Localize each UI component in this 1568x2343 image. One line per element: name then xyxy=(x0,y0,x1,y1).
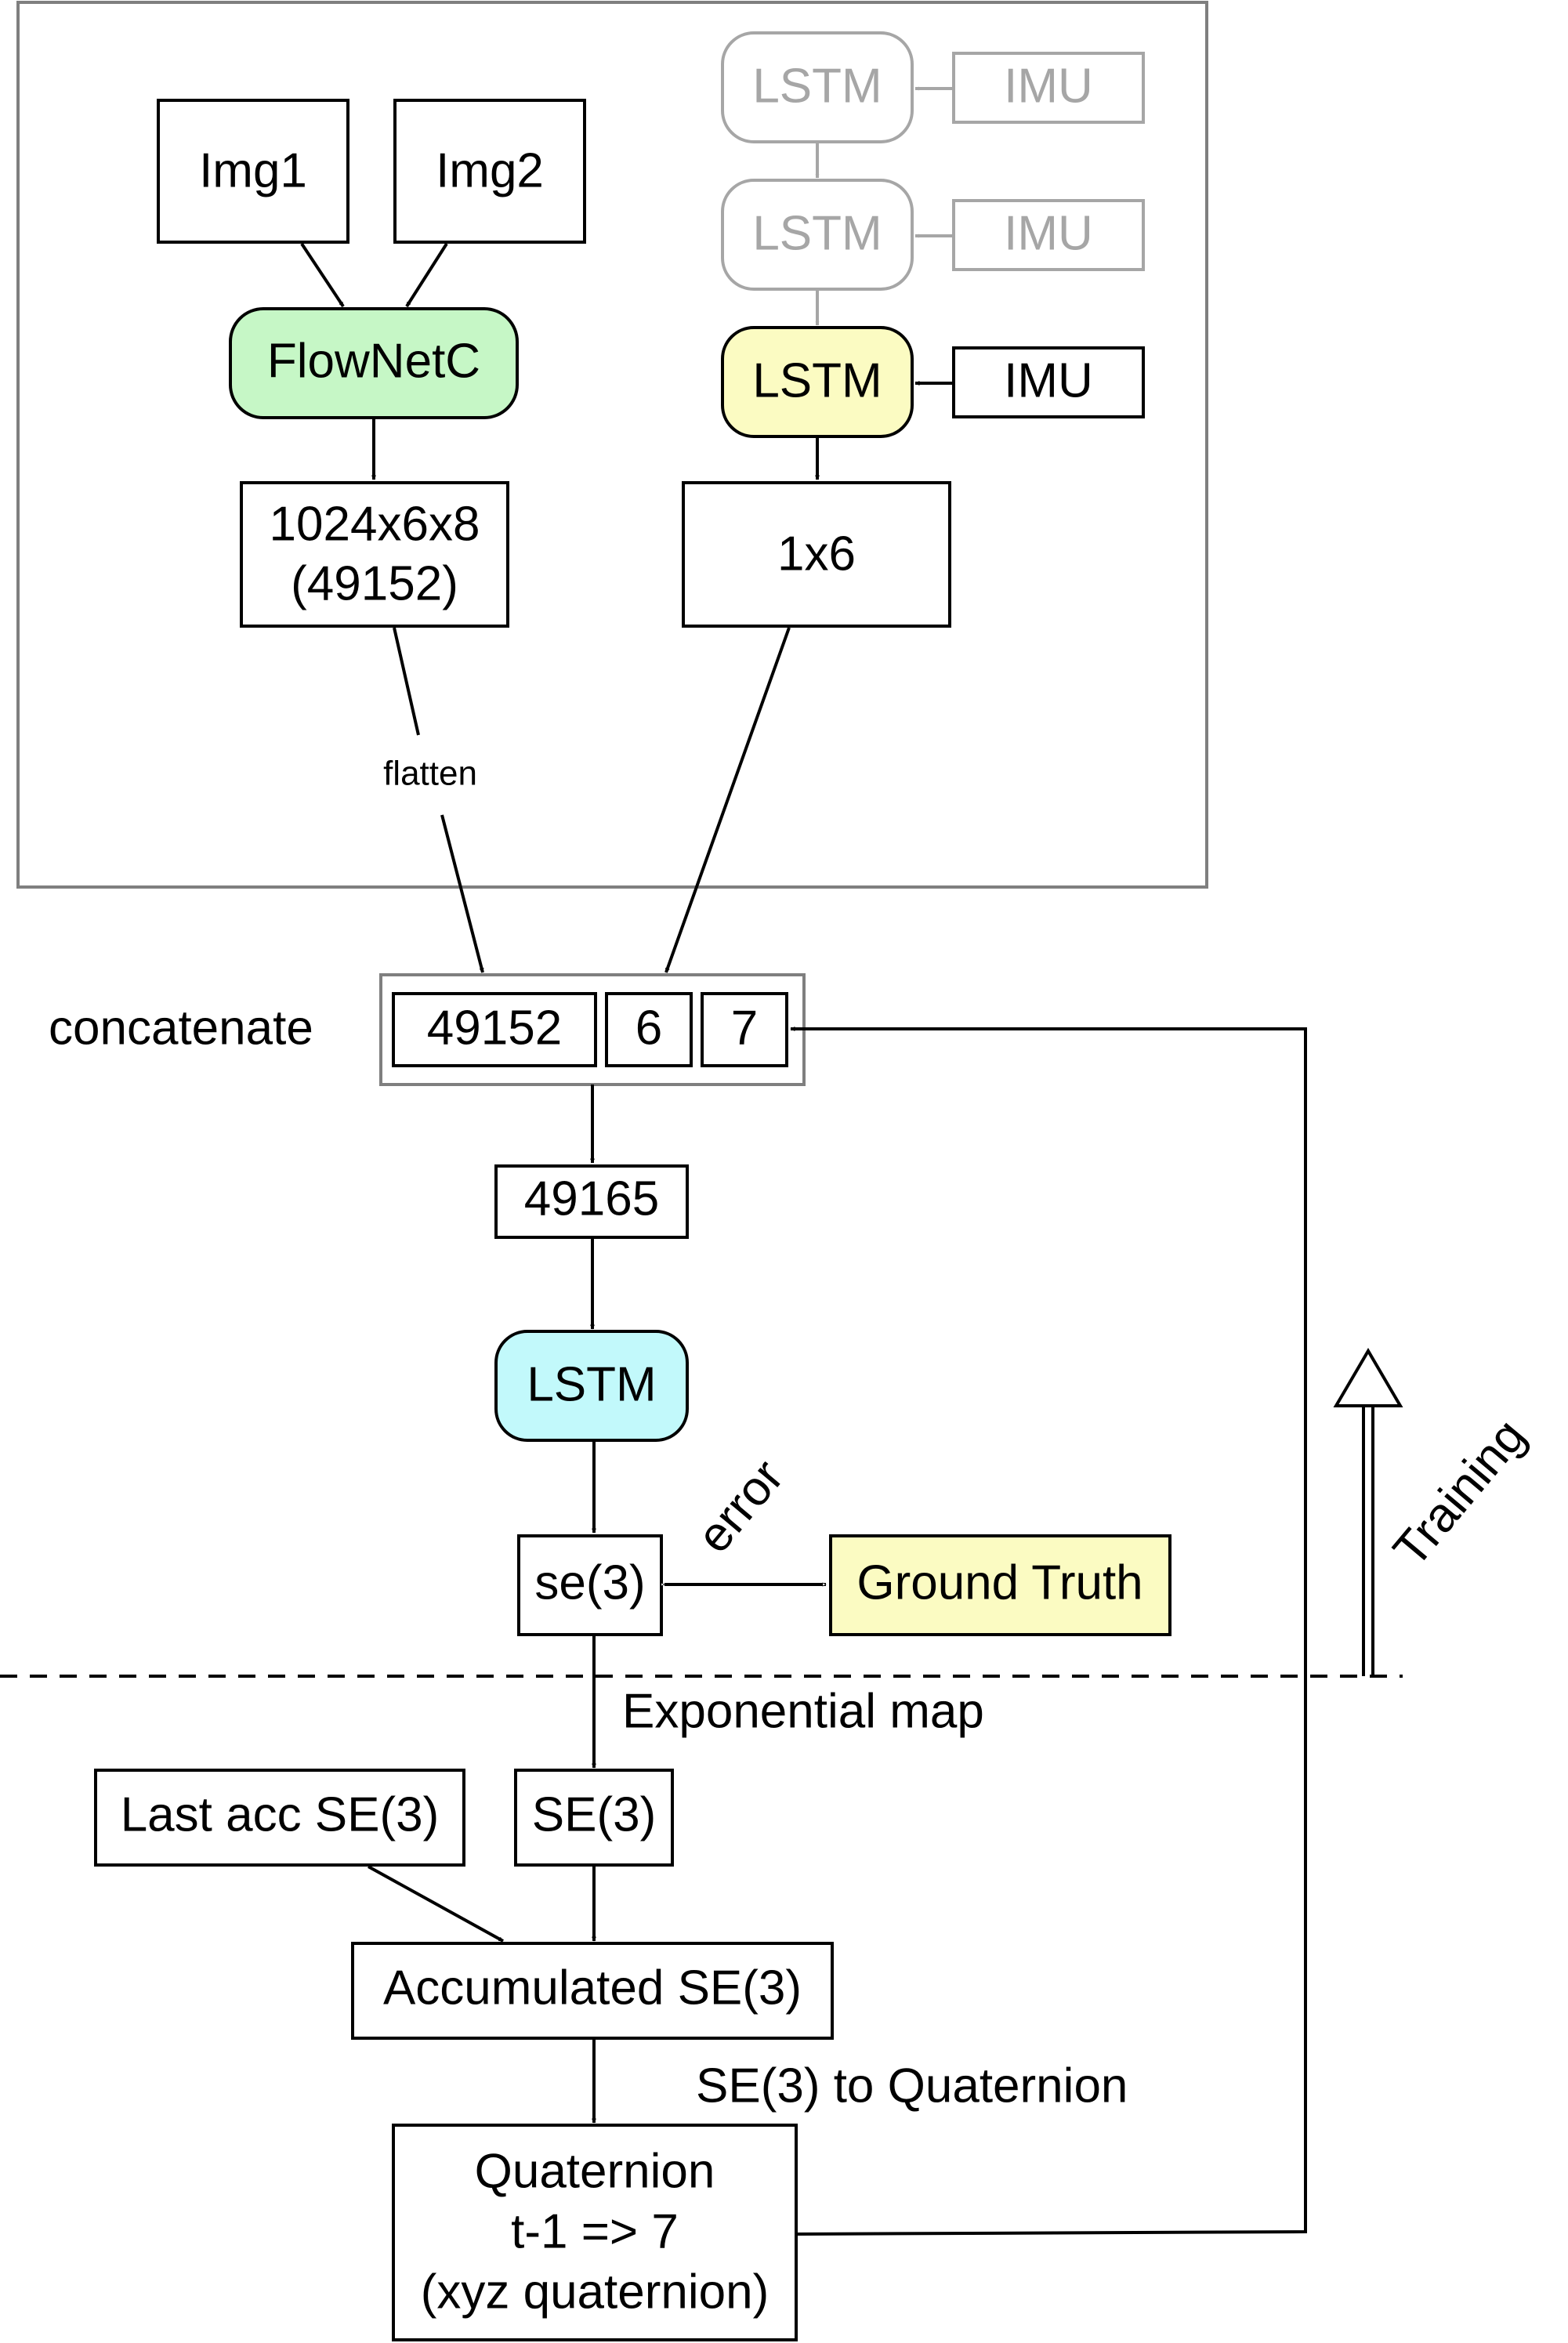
accumulated-node: Accumulated SE(3) xyxy=(351,1942,834,2040)
img1-label: Img1 xyxy=(199,143,307,197)
quaternion-line2: t-1 => 7 xyxy=(511,2204,679,2258)
concat-visual-node: 49152 xyxy=(392,992,597,1067)
edge-features-flatten xyxy=(393,627,420,736)
flownetc-label: FlowNetC xyxy=(267,334,480,388)
features-dims-label: 1024x6x8 xyxy=(270,497,480,551)
training-label: Training xyxy=(1383,1409,1536,1577)
concat-total-label: 49165 xyxy=(524,1172,659,1226)
imu-grey-2-label: IMU xyxy=(1004,206,1093,260)
concat-pose-label: 7 xyxy=(731,1001,758,1055)
imu-grey-2-node: IMU xyxy=(952,199,1145,271)
imu-node: IMU xyxy=(952,346,1145,418)
ground-truth-label: Ground Truth xyxy=(856,1555,1143,1610)
concatenate-label: concatenate xyxy=(49,1001,313,1055)
concat-visual-label: 49152 xyxy=(427,1001,562,1055)
se3-small-label: se(3) xyxy=(534,1555,645,1610)
edge-feedback-loop xyxy=(790,1027,1307,2236)
lstm-main-node: LSTM xyxy=(494,1330,689,1442)
exponential-map-label: Exponential map xyxy=(622,1684,984,1738)
edge-img1-flownetc xyxy=(300,242,345,308)
concat-pose-node: 7 xyxy=(701,992,788,1067)
features-node: 1024x6x8 (49152) xyxy=(240,481,509,628)
lstm-main-label: LSTM xyxy=(527,1357,656,1411)
se3-big-label: SE(3) xyxy=(532,1787,656,1841)
concat-total-node: 49165 xyxy=(494,1164,689,1239)
error-label: error xyxy=(686,1450,794,1563)
img2-node: Img2 xyxy=(393,99,586,244)
edge-imu-out-concat xyxy=(664,627,791,973)
flownetc-node: FlowNetC xyxy=(229,307,519,419)
lstm-grey-2-label: LSTM xyxy=(752,206,882,260)
concat-imu-label: 6 xyxy=(636,1001,662,1055)
frontend-frame xyxy=(16,1,1208,889)
se3-small-node: se(3) xyxy=(517,1534,663,1636)
img2-label: Img2 xyxy=(436,143,544,197)
to-quaternion-label: SE(3) to Quaternion xyxy=(696,2059,1128,2113)
imu-out-node: 1x6 xyxy=(682,481,951,628)
quaternion-line1: Quaternion xyxy=(475,2144,715,2198)
ground-truth-node: Ground Truth xyxy=(829,1534,1171,1636)
edge-lastacc-accum xyxy=(368,1865,504,1943)
img1-node: Img1 xyxy=(157,99,349,244)
accumulated-label: Accumulated SE(3) xyxy=(383,1961,802,2015)
features-size-label: (49152) xyxy=(291,556,458,610)
flatten-label: flatten xyxy=(383,755,477,793)
lstm-imu-node: LSTM xyxy=(721,326,914,438)
training-arrow xyxy=(1333,1348,1403,1676)
imu-out-label: 1x6 xyxy=(777,527,856,581)
imu-label: IMU xyxy=(1004,353,1093,407)
edge-img2-flownetc xyxy=(405,242,448,308)
quaternion-node: Quaternion t-1 => 7 (xyz quaternion) xyxy=(392,2124,798,2341)
se3-big-node: SE(3) xyxy=(514,1769,674,1867)
lstm-grey-2-node: LSTM xyxy=(721,179,914,291)
edge-flatten-concat xyxy=(440,814,484,973)
last-acc-label: Last acc SE(3) xyxy=(121,1787,440,1841)
imu-grey-1-label: IMU xyxy=(1004,59,1093,113)
lstm-grey-1-label: LSTM xyxy=(752,59,882,113)
concat-imu-node: 6 xyxy=(605,992,693,1067)
imu-grey-1-node: IMU xyxy=(952,52,1145,124)
quaternion-line3: (xyz quaternion) xyxy=(421,2265,770,2319)
lstm-imu-label: LSTM xyxy=(752,353,882,407)
lstm-grey-1-node: LSTM xyxy=(721,31,914,143)
last-acc-node: Last acc SE(3) xyxy=(94,1769,465,1867)
